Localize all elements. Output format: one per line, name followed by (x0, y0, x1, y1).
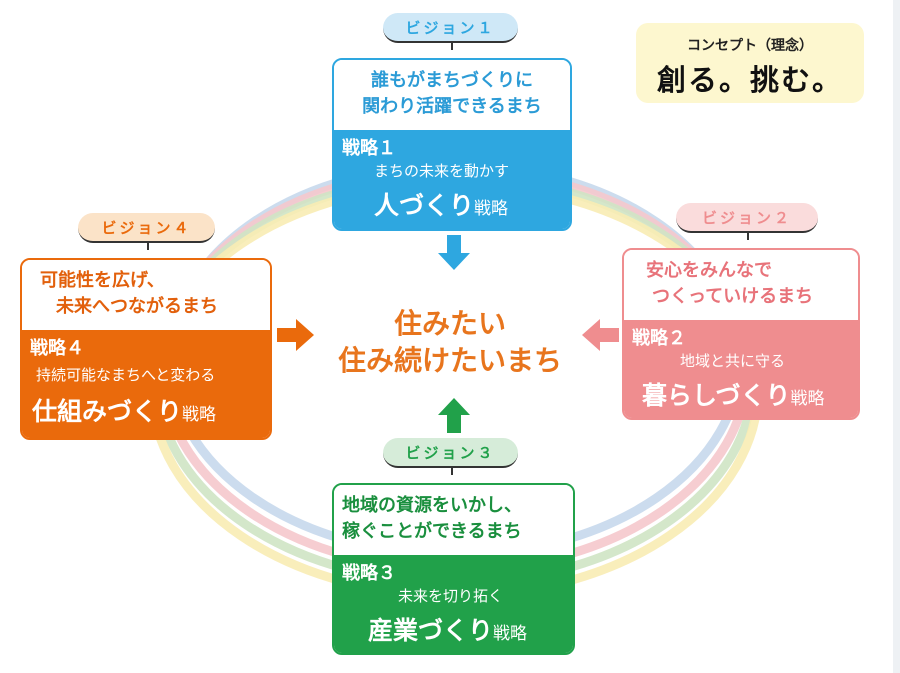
strategy-4-card: 可能性を広げ、 未来へつながるまち 戦略４ 持続可能なまちへと変わる 仕組みづく… (20, 258, 272, 440)
vision-1-text: 誰もがまちづくりに 関わり活躍できるまち (334, 60, 570, 130)
vision-1-line1: 誰もがまちづくりに (371, 70, 533, 91)
arrow-up-icon (438, 398, 470, 433)
strategy-3-body: 戦略３ 未来を切り拓く 産業づくり戦略 (334, 555, 573, 653)
strategy-3-name-suffix: 戦略 (493, 624, 528, 644)
center-goal: 住みたい 住み続けたいまち (300, 305, 600, 379)
strategy-4-body: 戦略４ 持続可能なまちへと変わる 仕組みづくり戦略 (22, 330, 270, 438)
strategy-1-body: 戦略１ まちの未来を動かす 人づくり戦略 (334, 130, 570, 229)
strategy-2-name-main: 暮らしづくり (642, 381, 791, 410)
strategy-3-card: 地域の資源をいかし、 稼ぐことができるまち 戦略３ 未来を切り拓く 産業づくり戦… (332, 483, 575, 655)
strategy-4-name-suffix: 戦略 (182, 405, 217, 425)
vision-4-line2: 未来へつながるまち (56, 296, 218, 317)
vision-4-text: 可能性を広げ、 未来へつながるまち (22, 260, 270, 330)
arrow-right-icon (277, 319, 314, 351)
vision-1-line2: 関わり活躍できるまち (362, 96, 542, 117)
arrow-left-icon (582, 319, 619, 351)
strategy-2-card: 安心をみんなで つくっていけるまち 戦略２ 地域と共に守る 暮らしづくり戦略 (622, 248, 860, 420)
strategy-1-name: 人づくり戦略 (374, 186, 508, 222)
strategy-3-name: 産業づくり戦略 (368, 611, 527, 647)
arrow-down-icon (438, 235, 470, 270)
vision-2-tag: ビジョン２ (676, 203, 818, 240)
strategy-2-label: 戦略２ (632, 328, 686, 349)
strategy-2-name-suffix: 戦略 (790, 389, 825, 409)
vision-3-tag: ビジョン３ (383, 438, 518, 475)
strategy-4-sub: 持続可能なまちへと変わる (36, 366, 216, 384)
center-line1: 住みたい (393, 307, 506, 340)
strategy-1-name-main: 人づくり (374, 191, 475, 220)
strategy-1-name-suffix: 戦略 (474, 199, 509, 219)
strategy-4-name: 仕組みづくり戦略 (32, 392, 216, 428)
concept-label: コンセプト（理念） (687, 38, 813, 54)
strategy-1-label: 戦略１ (342, 138, 396, 159)
strategy-1-sub: まちの未来を動かす (374, 162, 510, 180)
strategy-4-name-main: 仕組みづくり (32, 397, 183, 426)
vision-2-line2: つくっていけるまち (652, 286, 814, 307)
right-edge-strip (893, 0, 900, 673)
strategy-3-label: 戦略３ (342, 563, 396, 584)
vision-1-tag: ビジョン１ (383, 13, 518, 50)
vision-2-text: 安心をみんなで つくっていけるまち (624, 250, 858, 320)
vision-2-line1: 安心をみんなで (646, 260, 772, 281)
strategy-2-name: 暮らしづくり戦略 (642, 376, 825, 412)
center-line2: 住み続けたいまち (337, 344, 562, 377)
concept-box: コンセプト（理念） 創る。挑む。 (636, 23, 864, 103)
vision-3-line1: 地域の資源をいかし、 (342, 495, 522, 516)
strategy-2-body: 戦略２ 地域と共に守る 暮らしづくり戦略 (624, 320, 858, 418)
strategy-1-card: 誰もがまちづくりに 関わり活躍できるまち 戦略１ まちの未来を動かす 人づくり戦… (332, 58, 572, 231)
vision-4-line1: 可能性を広げ、 (40, 270, 165, 291)
vision-3-text: 地域の資源をいかし、 稼ぐことができるまち (334, 485, 573, 555)
strategy-3-name-main: 産業づくり (368, 616, 494, 645)
vision-4-tag: ビジョン４ (78, 213, 215, 250)
strategy-2-sub: 地域と共に守る (680, 352, 786, 370)
vision-3-line2: 稼ぐことができるまち (342, 521, 522, 542)
strategy-3-sub: 未来を切り拓く (398, 587, 504, 605)
concept-title: 創る。挑む。 (656, 63, 843, 97)
strategy-4-label: 戦略４ (30, 338, 84, 359)
